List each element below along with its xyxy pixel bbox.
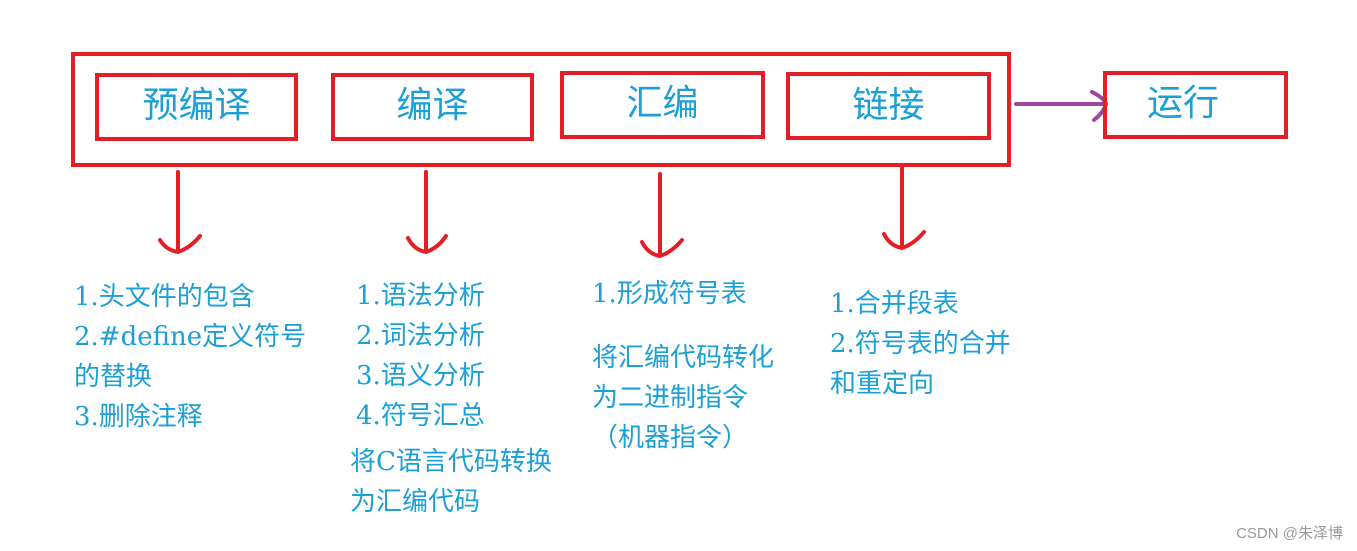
note-line: 为汇编代码 [350, 487, 481, 517]
note-line: 3.删除注释 [74, 402, 203, 432]
stage-label-assemble: 汇编 [626, 83, 699, 124]
stage-box-run [1103, 71, 1288, 139]
stage-label-compile: 编译 [396, 85, 469, 126]
note-line: 3.语义分析 [356, 361, 485, 391]
notes-compile: 1.语法分析 2.词法分析 3.语义分析 4.符号汇总 将C语言代码转换 为汇编… [350, 276, 552, 522]
stage-box-preprocess [95, 73, 298, 141]
note-line: 和重定向 [830, 369, 935, 399]
down-arrow-compile [406, 170, 448, 254]
watermark: CSDN @朱泽博 [1236, 525, 1343, 542]
note-line: 1.合并段表 [830, 289, 959, 319]
note-line: 将汇编代码转化 [592, 343, 775, 373]
down-arrow-assemble [640, 172, 684, 258]
notes-link: 1.合并段表 2.符号表的合并 和重定向 [830, 284, 1011, 404]
note-line: 1.头文件的包含 [74, 282, 255, 312]
note-line: （机器指令） [592, 423, 749, 453]
note-line: 将C语言代码转换 [350, 447, 552, 477]
note-line: 为二进制指令 [592, 383, 749, 413]
note-line: 的替换 [74, 362, 153, 392]
notes-preprocess: 1.头文件的包含 2.#define定义符号 的替换 3.删除注释 [74, 277, 306, 437]
down-arrow-preprocess [158, 170, 202, 254]
stage-box-assemble [560, 71, 765, 139]
note-line: 4.符号汇总 [356, 401, 485, 431]
right-arrow-run [1014, 90, 1108, 122]
note-line: 2.词法分析 [356, 321, 485, 351]
stage-label-preprocess: 预编译 [142, 85, 251, 126]
down-arrow-link [882, 166, 926, 250]
note-line: 1.语法分析 [356, 281, 485, 311]
build-pipeline-frame [71, 52, 1011, 167]
stage-box-link [786, 72, 991, 140]
stage-label-link: 链接 [852, 85, 925, 126]
notes-assemble: 1.形成符号表 将汇编代码转化 为二进制指令 （机器指令） [592, 274, 774, 458]
note-line: 2.符号表的合并 [830, 329, 1011, 359]
stage-label-run: 运行 [1146, 83, 1219, 124]
stage-box-compile [331, 73, 534, 141]
note-line: 1.形成符号表 [592, 279, 747, 309]
note-line: 2.#define定义符号 [74, 322, 307, 352]
